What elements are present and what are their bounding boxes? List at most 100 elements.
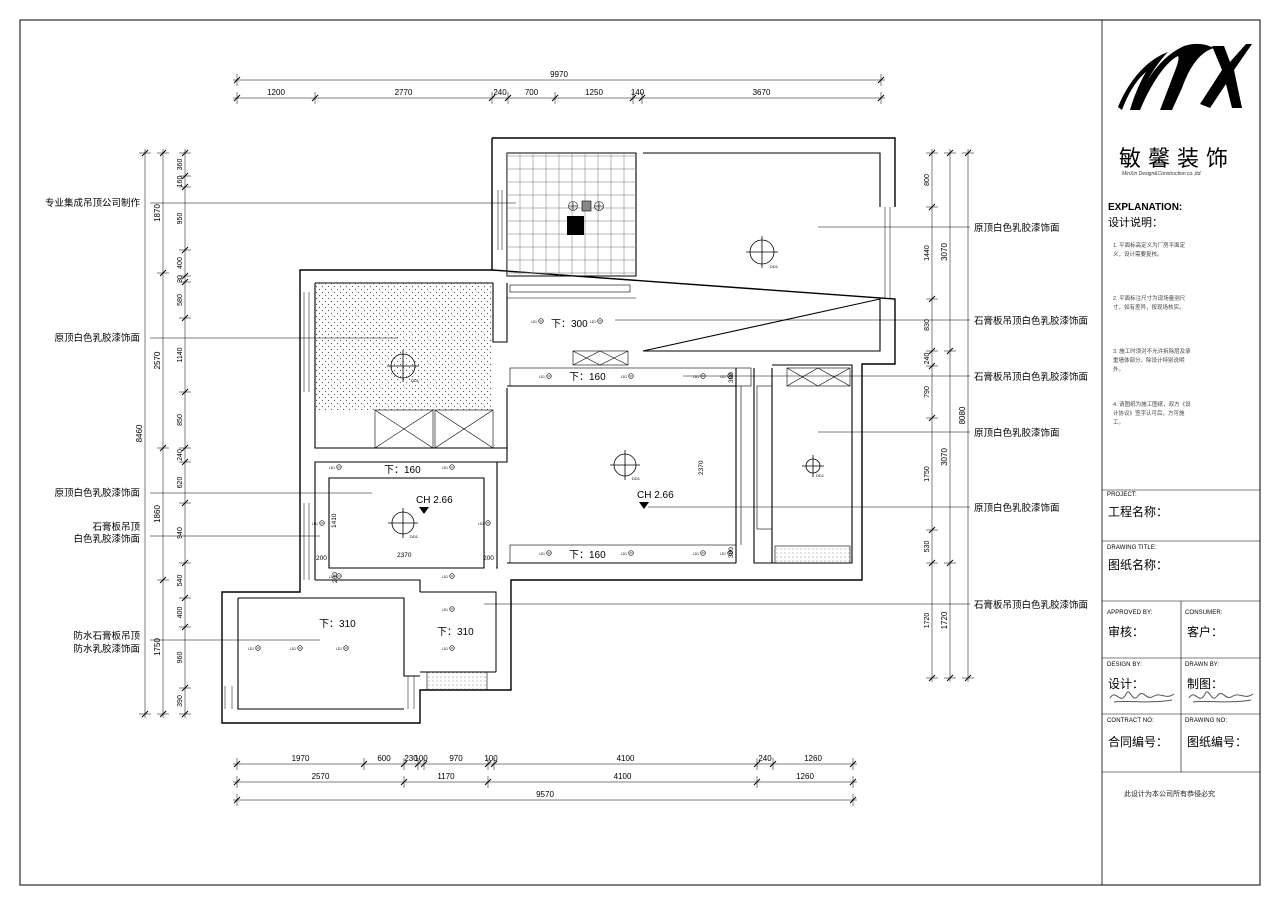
sheet-border [19, 19, 1261, 886]
dim-left-mid-3: 1750 [153, 638, 162, 656]
drawing-title-label: DRAWING TITLE: [1107, 545, 1157, 551]
ceiling-light-fixture-icon: DD1 [388, 508, 419, 539]
drawing-title-value: 图纸名称： [1108, 558, 1169, 572]
drop-310-a: 下：310 [319, 619, 356, 630]
approved-value: 审核： [1108, 625, 1145, 639]
svg-text:LD1: LD1 [621, 552, 627, 556]
consumer-label: CONSUMER: [1185, 610, 1223, 616]
dim-left-inner-10: 940 [177, 527, 184, 539]
drawn-value: 制图： [1187, 677, 1224, 691]
dim-top-seg-3: 700 [525, 88, 539, 97]
label-original-ceiling-2: 原顶白色乳胶漆饰面 [54, 487, 140, 499]
svg-text:LD1: LD1 [539, 552, 545, 556]
dim-200-c: 200 [332, 572, 339, 583]
brand-name-cn: 敏馨装饰 [1119, 147, 1236, 172]
dim-200-b: 200 [483, 555, 494, 562]
dim-left-mid-1: 2570 [153, 351, 162, 369]
dim-300-b: 300 [728, 547, 735, 558]
downlight-icon: LD1 [336, 645, 349, 651]
windows [224, 190, 891, 709]
downlight-icon: LD1 [693, 373, 706, 379]
label-right-2: 石膏板吊顶白色乳胶漆饰面 [974, 315, 1088, 327]
ceiling-light-fixture-icon: DD1 [387, 350, 420, 383]
dim-right-inner-2: 830 [924, 319, 931, 331]
downlight-icon: LD1 [478, 520, 491, 526]
dim-right-inner-7: 1720 [924, 613, 931, 629]
dim-left-inner-6: 1140 [177, 347, 184, 362]
dim-left-inner-13: 960 [177, 652, 184, 664]
downlight-icon: LD1 [693, 550, 706, 556]
dim-2370-r: 2370 [698, 460, 705, 475]
downlight-icon: LD1 [590, 318, 603, 324]
label-white-latex: 白色乳胶漆饰面 [73, 533, 140, 545]
leader-lines [150, 202, 970, 641]
dim-bot-a-5: 100 [484, 754, 498, 763]
dim-right-mid-1: 3070 [940, 448, 949, 466]
note-3: 3. 施工时须对不允许拆除层及承重墙体部分，除设计特别说明外。 [1113, 349, 1191, 373]
svg-text:LD1: LD1 [442, 575, 448, 579]
dim-left-total-0: 8460 [135, 424, 144, 442]
svg-text:LD1: LD1 [478, 522, 484, 526]
dim-bot-a-7: 240 [758, 754, 772, 763]
dim-right-inner-5: 1750 [924, 466, 931, 482]
left-labels: 专业集成吊顶公司制作 原顶白色乳胶漆饰面 原顶白色乳胶漆饰面 石膏板吊顶 白色乳… [45, 197, 141, 655]
dim-left-inner-14: 390 [177, 695, 184, 707]
dim-bot-a-0: 1970 [292, 754, 310, 763]
ceiling-light-fixture-icon: DD1 [610, 450, 641, 481]
dim-left-inner-4: 30 [177, 275, 184, 283]
dim-bot-total-0: 9570 [536, 790, 554, 799]
label-right-4: 原顶白色乳胶漆饰面 [974, 427, 1060, 439]
drawing-no-label: DRAWING NO: [1185, 718, 1228, 724]
dim-bot-b-0: 2570 [312, 772, 330, 781]
dim-top-seg-0: 1200 [267, 88, 285, 97]
room-dimensions: 2370 1410 200 200 200 2370 300 300 [316, 372, 735, 583]
label-waterproof-latex: 防水乳胶漆饰面 [73, 643, 140, 655]
dim-left-inner-11: 540 [177, 575, 184, 587]
cabinet-marks [374, 284, 851, 691]
svg-text:DD1: DD1 [410, 534, 419, 539]
drop-300: 下：300 [551, 319, 588, 330]
downlight-icon: LD1 [539, 550, 552, 556]
title-block-grid [1102, 489, 1260, 773]
right-labels: 原顶白色乳胶漆饰面 石膏板吊顶白色乳胶漆饰面 石膏板吊顶白色乳胶漆饰面 原顶白色… [974, 222, 1088, 611]
downlight-icon: LD1 [720, 550, 733, 556]
dim-top-seg-2: 240 [493, 88, 507, 97]
dim-left-inner-8: 240 [177, 449, 184, 461]
dim-top-seg-1: 2770 [395, 88, 413, 97]
svg-text:LD1: LD1 [590, 320, 596, 324]
downlight-icon: LD1 [248, 645, 261, 651]
dim-right-inner-6: 530 [924, 541, 931, 553]
dim-left-mid-2: 1860 [153, 505, 162, 523]
drop-160-a: 下：160 [569, 372, 606, 383]
kitchen-exhaust-fan [567, 216, 584, 235]
label-right-1: 原顶白色乳胶漆饰面 [974, 222, 1060, 234]
drop-310-b: 下：310 [437, 627, 474, 638]
downlight-icon: LD1 [290, 645, 303, 651]
note-1: 1. 平面标高定义为厂房平面定义，设计需要复核。 [1113, 243, 1186, 258]
svg-text:DD1: DD1 [411, 378, 420, 383]
downlight-icon: LD1 [442, 573, 455, 579]
label-original-ceiling-1: 原顶白色乳胶漆饰面 [54, 332, 140, 344]
svg-text:LD1: LD1 [248, 647, 254, 651]
dim-top-seg-4: 1250 [585, 88, 603, 97]
dim-bot-a-3: 100 [414, 754, 428, 763]
svg-text:DD1: DD1 [770, 264, 779, 269]
dim-bot-b-1: 1170 [437, 772, 455, 781]
drawn-label: DRAWN BY: [1185, 662, 1220, 668]
downlight-icon: LD1 [621, 550, 634, 556]
project-label: PROJECT: [1107, 492, 1137, 498]
ceiling-bands [509, 367, 773, 564]
downlight-icon: LD1 [312, 520, 325, 526]
downlight-icon: LD1 [329, 573, 342, 579]
dim-right-inner-3: 240 [924, 353, 931, 365]
kitchen-light-fixture [568, 200, 604, 212]
dim-left-inner-0: 360 [177, 159, 184, 171]
contract-label: CONTRACT NO: [1107, 718, 1154, 724]
dim-1410: 1410 [331, 513, 338, 528]
ceiling-light-fixture-icon: DD1 [802, 455, 825, 478]
ceiling-height-1: CH 2.66 [416, 495, 453, 506]
height-markers: CH 2.66 CH 2.66 下：300 下：160 下：160 下：160 … [319, 319, 674, 638]
label-right-6: 石膏板吊顶白色乳胶漆饰面 [974, 599, 1088, 611]
